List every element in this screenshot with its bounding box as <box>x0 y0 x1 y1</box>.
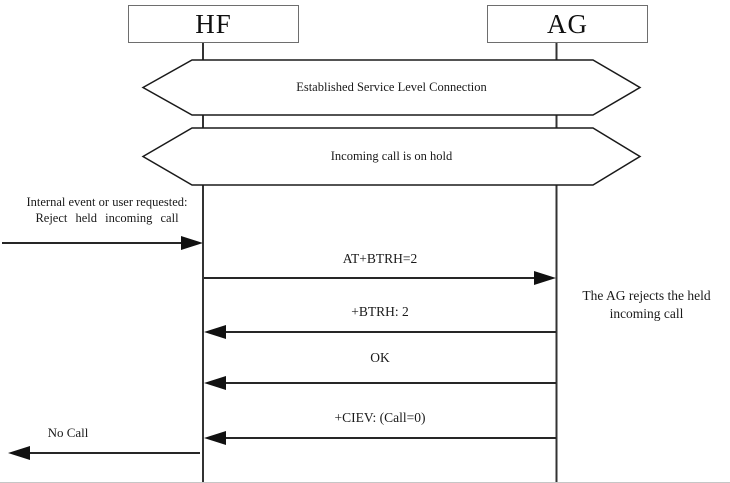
banner-label-slc: Established Service Level Connection <box>143 60 640 115</box>
note-ag-rejects-line1: The AG rejects the held <box>582 288 711 303</box>
message-label-ok: OK <box>370 350 390 365</box>
banner-text-hold: Incoming call is on hold <box>330 149 453 163</box>
note-internal-event-line1: Internal event or user requested: <box>26 195 188 209</box>
banner-hexagon-slc <box>141 59 642 116</box>
actor-box-hf: HF <box>128 5 299 43</box>
actor-label-ag: AG <box>547 8 588 39</box>
note-internal-event-line2: Reject held incoming call <box>35 211 179 226</box>
note-ag-rejects: The AG rejects the held incoming call <box>563 287 730 322</box>
actor-label-hf: HF <box>195 8 232 39</box>
message-label-atbtrh: AT+BTRH=2 <box>342 251 418 266</box>
msg-arrow-atbtrh-head <box>534 271 556 285</box>
internal-event-arrowhead <box>181 236 203 250</box>
actor-box-ag: AG <box>487 5 648 43</box>
note-no-call: No Call <box>47 425 89 440</box>
msg-arrow-ok-head <box>204 376 226 390</box>
banner-hexagon-hold <box>141 127 642 186</box>
banner-label-hold: Incoming call is on hold <box>143 128 640 185</box>
msg-arrow-btrh-head <box>204 325 226 339</box>
no-call-arrowhead <box>8 446 30 460</box>
message-label-btrh: +BTRH: 2 <box>351 304 409 319</box>
note-internal-event: Internal event or user requested: Reject… <box>2 194 212 227</box>
msg-arrow-ciev-head <box>204 431 226 445</box>
message-label-ciev: +CIEV: (Call=0) <box>334 410 426 425</box>
banner-text-slc: Established Service Level Connection <box>296 80 487 94</box>
note-ag-rejects-line2: incoming call <box>609 305 684 321</box>
